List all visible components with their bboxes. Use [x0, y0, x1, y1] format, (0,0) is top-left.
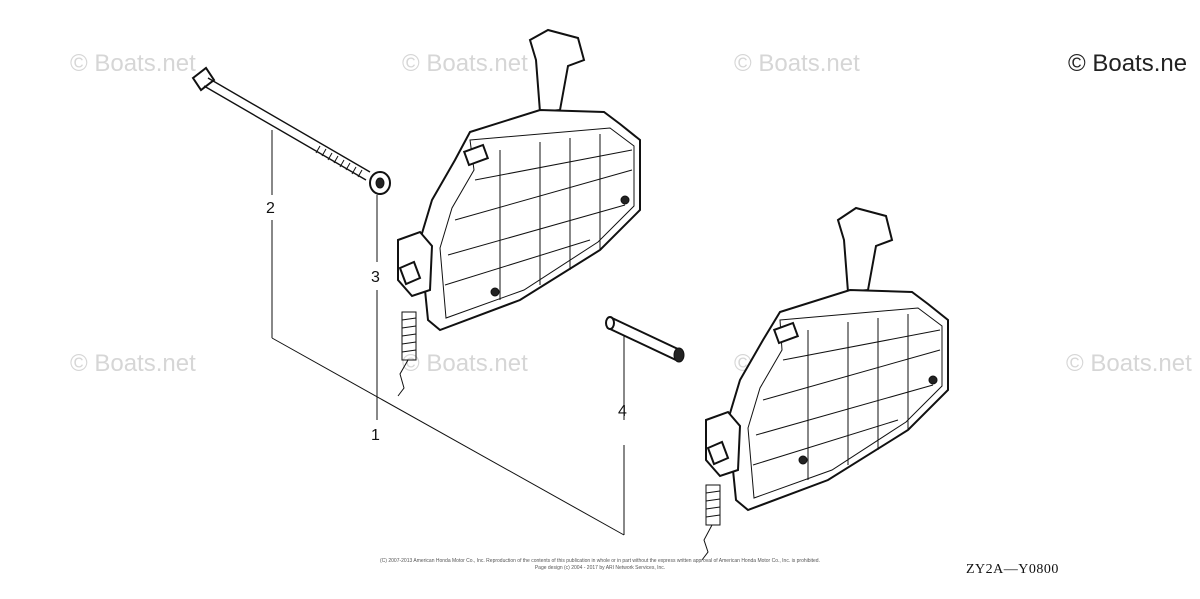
watermark: © Boats.net [402, 50, 528, 77]
copyright-notice: (C) 2007-2013 American Honda Motor Co., … [330, 558, 870, 572]
watermark: © Boats.net [70, 50, 196, 77]
remote-control-box-upper [397, 28, 641, 397]
remote-control-box-lower [701, 206, 949, 561]
watermark: © Boats.net [70, 350, 196, 377]
callout-1: 1 [371, 427, 380, 444]
callout-4: 4 [618, 403, 627, 420]
watermark: © Boats.net [734, 50, 860, 77]
copyright-line-1: (C) 2007-2013 American Honda Motor Co., … [380, 558, 820, 564]
watermark-main: © Boats.ne [1068, 50, 1188, 77]
callout-3: 3 [371, 269, 380, 286]
washer [369, 171, 391, 195]
diagram-part-code: ZY2A—Y0800 [966, 562, 1059, 577]
watermark: © Boats.net [1066, 350, 1192, 377]
leader-lines [271, 130, 625, 536]
copyright-line-2: Page design (c) 2004 - 2017 by ARI Netwo… [534, 565, 666, 571]
long-bolt [191, 66, 371, 181]
watermark: © Boats.net [402, 350, 528, 377]
pin [605, 316, 685, 363]
callout-2: 2 [266, 200, 275, 217]
